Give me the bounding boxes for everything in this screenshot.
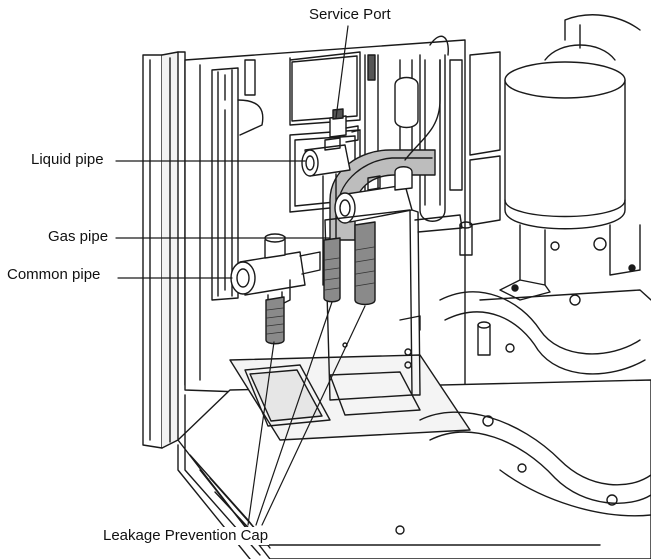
left-frame: [142, 51, 186, 449]
common-valve: [230, 233, 321, 341]
leader-cap-1: [247, 341, 275, 526]
leader-cap-2: [255, 301, 333, 526]
label-gas-pipe: Gas pipe: [47, 228, 110, 246]
small-fittings: [399, 221, 491, 356]
label-leakage-prevention-cap: Leakage Prevention Cap: [102, 527, 270, 545]
label-liquid-pipe: Liquid pipe: [30, 151, 105, 169]
accumulator-tank: [499, 14, 641, 301]
liquid-valve: [301, 137, 351, 286]
leader-cap-3: [261, 305, 366, 526]
label-service-port: Service Port: [308, 6, 392, 24]
service-port-fitting: [329, 108, 361, 143]
leader-lines: [115, 25, 366, 526]
cap-threads: [266, 246, 375, 335]
leader-service-port: [335, 25, 349, 119]
label-common-pipe: Common pipe: [6, 266, 102, 284]
gas-valve: [324, 166, 463, 401]
